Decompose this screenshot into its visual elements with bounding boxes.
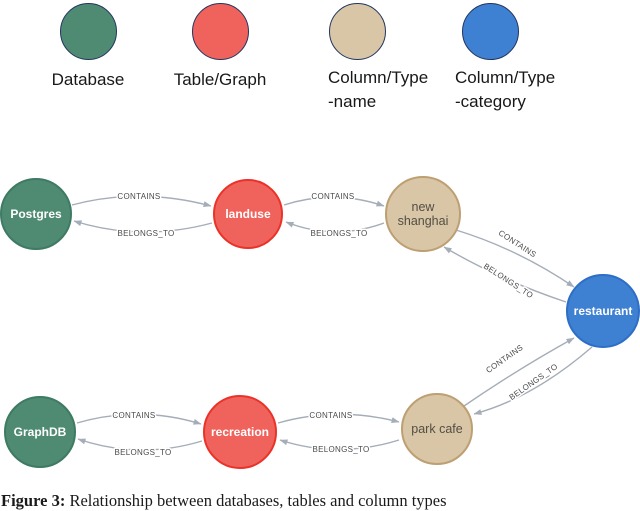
legend-label-column-type-category: Column/Type -category	[455, 66, 555, 114]
node-label-park-cafe: park cafe	[411, 422, 462, 436]
legend-label-line: -category	[455, 92, 526, 111]
edge-label-restaurant-parkcafe-belongs: BELONGS_TO	[508, 362, 560, 402]
edge-recreation-graphdb-belongs	[77, 438, 203, 451]
edge-landuse-newshanghai-contains	[283, 196, 385, 207]
node-new-shanghai	[385, 176, 461, 252]
edge-label-recreation-parkcafe-contains: CONTAINS	[309, 411, 352, 420]
edge-newshanghai-restaurant-contains	[455, 229, 575, 288]
legend-swatch-database	[60, 3, 117, 60]
node-postgres	[0, 178, 72, 250]
legend-swatch-column-type-name	[329, 3, 386, 60]
legend-label-line: Database	[51, 70, 125, 89]
graph-svg: CONTAINS BELONGS_TO CONTAINS BELONGS_TO CONT…	[0, 176, 640, 469]
legend-swatch-column-type-category	[462, 3, 519, 60]
node-label-graphdb: GraphDB	[14, 425, 67, 439]
edge-restaurant-newshanghai-belongs	[443, 246, 567, 303]
edge-label-graphdb-recreation-contains: CONTAINS	[112, 411, 155, 420]
edge-label-landuse-postgres-belongs: BELONGS_TO	[117, 229, 174, 238]
node-recreation	[203, 395, 277, 469]
edge-label-parkcafe-recreation-belongs: BELONGS_TO	[312, 445, 369, 454]
edge-newshanghai-landuse-belongs	[285, 221, 385, 233]
legend-label-database: Database	[38, 68, 138, 92]
legend-label-line: Column/Type	[328, 68, 429, 87]
edge-label-postgres-landuse-contains: CONTAINS	[117, 192, 160, 201]
edge-landuse-postgres-belongs	[73, 220, 213, 233]
edge-graphdb-recreation-contains	[76, 413, 202, 425]
edge-label-restaurant-newshanghai-belongs: BELONGS_TO	[482, 262, 535, 301]
figure-caption: Figure 3: Relationship between databases…	[1, 491, 640, 511]
node-label-postgres: Postgres	[10, 207, 62, 221]
node-landuse	[213, 179, 283, 249]
edges-layer: CONTAINS BELONGS_TO CONTAINS BELONGS_TO CONT…	[71, 191, 593, 459]
node-label-landuse: landuse	[225, 207, 271, 221]
legend-label-line: -name	[328, 92, 377, 111]
node-restaurant	[566, 274, 640, 348]
legend-label-column-type-name: Column/Type -name	[328, 66, 428, 114]
legend-swatch-table-graph	[192, 3, 249, 60]
edge-parkcafe-recreation-belongs	[279, 439, 400, 451]
figure-caption-label: Figure 3:	[1, 491, 66, 510]
node-park-cafe	[401, 393, 473, 465]
edge-recreation-parkcafe-contains	[277, 413, 400, 424]
node-label-new-shanghai: shanghai	[398, 214, 449, 228]
legend-label-table-graph: Table/Graph	[166, 68, 274, 92]
legend-label-line: Table/Graph	[173, 70, 267, 89]
edge-parkcafe-restaurant-contains	[463, 337, 575, 407]
node-label-recreation: recreation	[211, 425, 269, 439]
node-label-new-shanghai: new	[412, 200, 436, 214]
edge-postgres-landuse-contains	[71, 195, 212, 207]
edge-restaurant-parkcafe-belongs	[473, 346, 593, 415]
node-graphdb	[4, 396, 76, 468]
edge-label-newshanghai-landuse-belongs: BELONGS_TO	[310, 229, 367, 238]
node-label-restaurant: restaurant	[574, 304, 633, 318]
edge-label-landuse-newshanghai-contains: CONTAINS	[311, 192, 354, 201]
legend-label-line: Column/Type	[455, 68, 556, 87]
figure-caption-text: Relationship between databases, tables a…	[65, 491, 447, 510]
edge-label-recreation-graphdb-belongs: BELONGS_TO	[114, 448, 171, 457]
